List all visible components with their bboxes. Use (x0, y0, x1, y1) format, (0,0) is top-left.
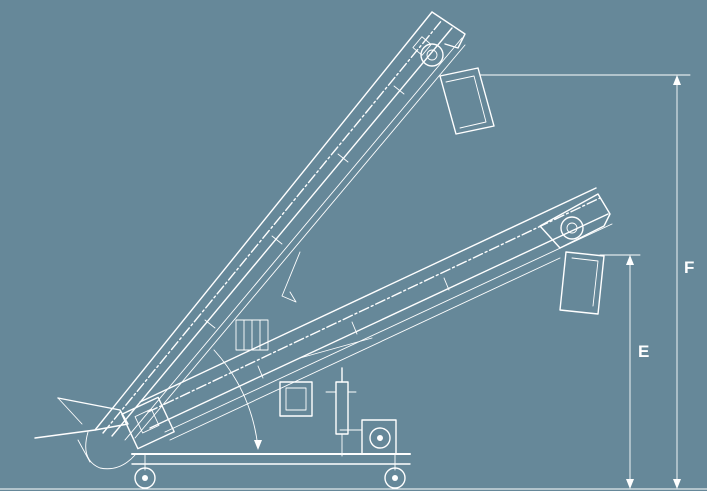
dimension-e (599, 254, 641, 489)
boom-support-strut (281, 251, 301, 303)
control-box-icon (279, 381, 313, 417)
steep-conveyor-boom (94, 11, 495, 441)
upper-discharge-chute (439, 67, 495, 135)
caster-wheel-icon (134, 467, 156, 489)
hydraulic-cylinder-icon (325, 367, 357, 457)
conveyor-drive-motor-icon (412, 36, 444, 67)
undercarriage (131, 453, 411, 471)
tail-pivot-frame (121, 396, 175, 450)
dimension-label-f: F (684, 258, 694, 277)
caster-wheel-icon (384, 467, 406, 489)
lower-discharge-chute (559, 251, 605, 315)
angle-arc (213, 349, 259, 449)
dimension-label-e: E (638, 342, 649, 361)
boom-bracket (235, 319, 269, 351)
feed-hopper (34, 397, 136, 470)
pump-motor-unit (339, 419, 397, 455)
dimension-f (479, 74, 691, 489)
lower-conveyor-boom (139, 187, 613, 441)
